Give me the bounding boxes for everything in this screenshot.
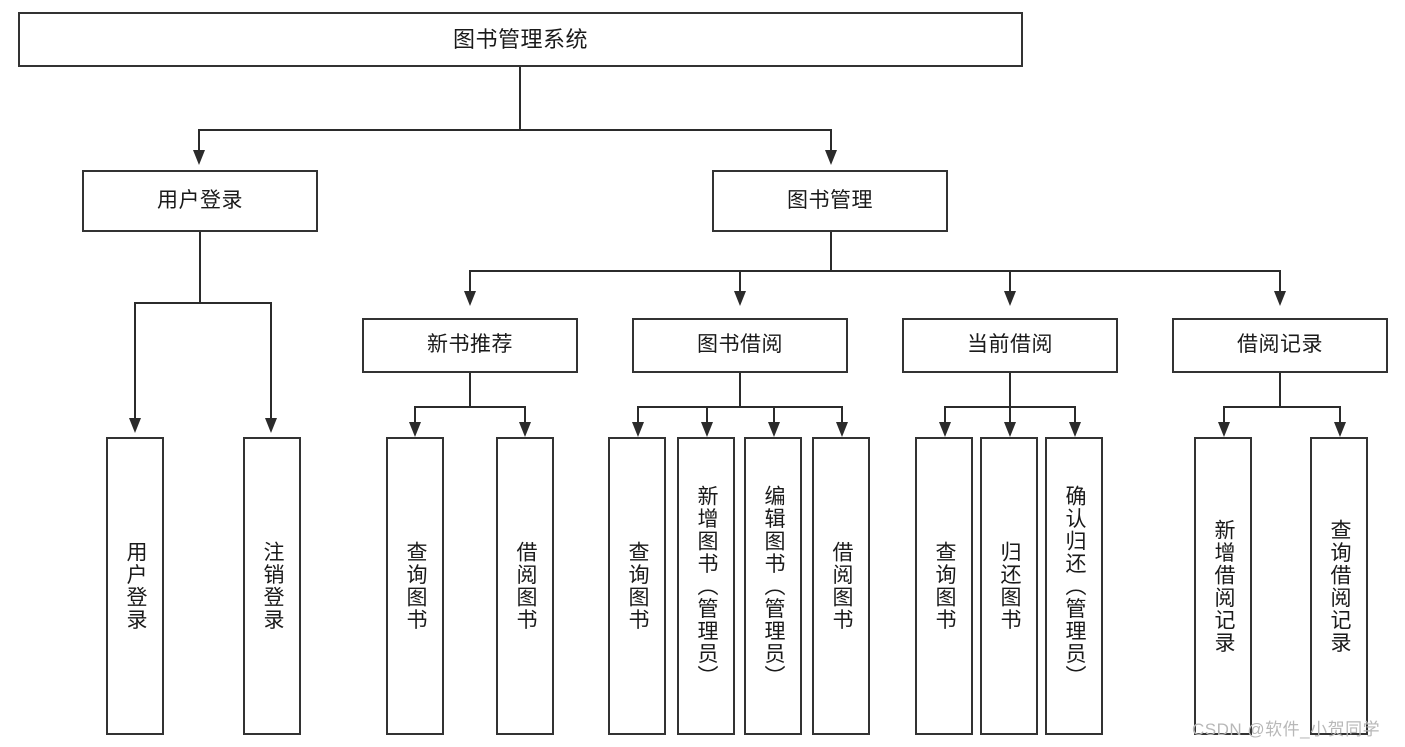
arrow-icon-book-borrow-leaf4 <box>836 422 848 437</box>
node-current-borrow[interactable]: 当前借阅 <box>902 318 1118 373</box>
connector-new-book-leaf2 <box>524 406 526 424</box>
connector-to-current-borrow <box>1009 270 1011 292</box>
connector-borrow-records-stem <box>1279 373 1281 408</box>
node-label: 借阅图书 <box>830 541 854 631</box>
connector-user-login-bus <box>134 302 272 304</box>
leaf-logout[interactable]: 注销登录 <box>243 437 301 735</box>
connector-book-borrow-stem <box>739 373 741 408</box>
connector-book-borrow-leaf4 <box>841 406 843 424</box>
connector-new-book-leaf1 <box>414 406 416 424</box>
node-label: 图书管理系统 <box>452 26 588 52</box>
node-book-borrow[interactable]: 图书借阅 <box>632 318 848 373</box>
node-label: 用户登录 <box>157 188 243 212</box>
connector-book-borrow-leaf3 <box>773 406 775 424</box>
connector-current-borrow-leaf1 <box>944 406 946 424</box>
leaf-query-book-current[interactable]: 查询图书 <box>915 437 973 735</box>
leaf-query-book-borrow[interactable]: 查询图书 <box>608 437 666 735</box>
connector-root-stem <box>519 67 521 130</box>
leaf-borrow-book[interactable]: 借阅图书 <box>812 437 870 735</box>
leaf-borrow-book-recommend[interactable]: 借阅图书 <box>496 437 554 735</box>
leaf-confirm-return-admin[interactable]: 确认归还（管理员） <box>1045 437 1103 735</box>
connector-borrow-records-leaf1 <box>1223 406 1225 424</box>
arrow-icon-to-new-book-recommend <box>464 291 476 306</box>
arrow-icon-to-borrow-records <box>1274 291 1286 306</box>
connector-borrow-records-leaf2 <box>1339 406 1341 424</box>
arrow-icon-user-login-leaf2 <box>265 418 277 433</box>
leaf-add-book-admin[interactable]: 新增图书（管理员） <box>677 437 735 735</box>
connector-current-borrow-stem <box>1009 373 1011 408</box>
connector-to-book-borrow <box>739 270 741 292</box>
node-label: 用户登录 <box>124 541 148 631</box>
node-label: 借阅记录 <box>1237 333 1323 357</box>
arrow-icon-borrow-records-leaf2 <box>1334 422 1346 437</box>
connector-root-bus <box>198 129 832 131</box>
arrow-icon-new-book-leaf2 <box>519 422 531 437</box>
node-label: 查询图书 <box>626 541 650 631</box>
arrow-icon-borrow-records-leaf1 <box>1218 422 1230 437</box>
node-label: 借阅图书 <box>514 541 538 631</box>
node-label: 图书管理 <box>787 188 873 212</box>
node-label: 归还图书 <box>998 541 1022 631</box>
arrow-icon-to-book-borrow <box>734 291 746 306</box>
connector-book-management-bus <box>469 270 1281 272</box>
node-label: 图书借阅 <box>697 333 783 357</box>
arrow-icon-current-borrow-leaf2 <box>1004 422 1016 437</box>
node-label: 查询图书 <box>933 541 957 631</box>
leaf-add-borrow-record[interactable]: 新增借阅记录 <box>1194 437 1252 735</box>
arrow-icon-user-login-leaf1 <box>129 418 141 433</box>
connector-root-to-user-login <box>198 129 200 151</box>
arrow-icon-current-borrow-leaf3 <box>1069 422 1081 437</box>
arrow-icon-book-borrow-leaf1 <box>632 422 644 437</box>
node-label: 查询借阅记录 <box>1328 518 1352 654</box>
node-book-management[interactable]: 图书管理 <box>712 170 948 232</box>
arrow-icon-root-to-book-management <box>825 150 837 165</box>
connector-to-borrow-records <box>1279 270 1281 292</box>
arrow-icon-to-current-borrow <box>1004 291 1016 306</box>
node-label: 当前借阅 <box>967 333 1053 357</box>
node-user-login[interactable]: 用户登录 <box>82 170 318 232</box>
connector-book-borrow-bus <box>637 406 842 408</box>
node-label: 注销登录 <box>261 541 285 631</box>
node-root-book-management-system[interactable]: 图书管理系统 <box>18 12 1023 67</box>
arrow-icon-new-book-leaf1 <box>409 422 421 437</box>
leaf-query-borrow-record[interactable]: 查询借阅记录 <box>1310 437 1368 735</box>
node-new-book-recommend[interactable]: 新书推荐 <box>362 318 578 373</box>
arrow-icon-book-borrow-leaf3 <box>768 422 780 437</box>
connector-book-management-stem <box>830 232 832 272</box>
watermark-text: CSDN @软件_小贺同学 <box>1192 720 1381 739</box>
connector-to-new-book-recommend <box>469 270 471 292</box>
arrow-icon-book-borrow-leaf2 <box>701 422 713 437</box>
connector-user-login-leaf2 <box>270 302 272 419</box>
node-label: 编辑图书（管理员） <box>762 484 786 688</box>
connector-borrow-records-bus <box>1223 406 1340 408</box>
connector-current-borrow-leaf2 <box>1009 406 1011 424</box>
node-label: 查询图书 <box>404 541 428 631</box>
connector-book-borrow-leaf1 <box>637 406 639 424</box>
leaf-query-book-recommend[interactable]: 查询图书 <box>386 437 444 735</box>
connector-new-book-bus <box>414 406 526 408</box>
node-label: 确认归还（管理员） <box>1063 484 1087 688</box>
node-label: 新增借阅记录 <box>1212 518 1236 654</box>
node-label: 新书推荐 <box>427 333 513 357</box>
node-label: 新增图书（管理员） <box>695 484 719 688</box>
connector-user-login-leaf1 <box>134 302 136 419</box>
node-borrow-records[interactable]: 借阅记录 <box>1172 318 1388 373</box>
arrow-icon-root-to-user-login <box>193 150 205 165</box>
arrow-icon-current-borrow-leaf1 <box>939 422 951 437</box>
connector-current-borrow-leaf3 <box>1074 406 1076 424</box>
leaf-edit-book-admin[interactable]: 编辑图书（管理员） <box>744 437 802 735</box>
leaf-return-book[interactable]: 归还图书 <box>980 437 1038 735</box>
connector-user-login-stem <box>199 232 201 304</box>
connector-root-to-book-management <box>830 129 832 151</box>
connector-new-book-stem <box>469 373 471 408</box>
leaf-user-login[interactable]: 用户登录 <box>106 437 164 735</box>
connector-book-borrow-leaf2 <box>706 406 708 424</box>
